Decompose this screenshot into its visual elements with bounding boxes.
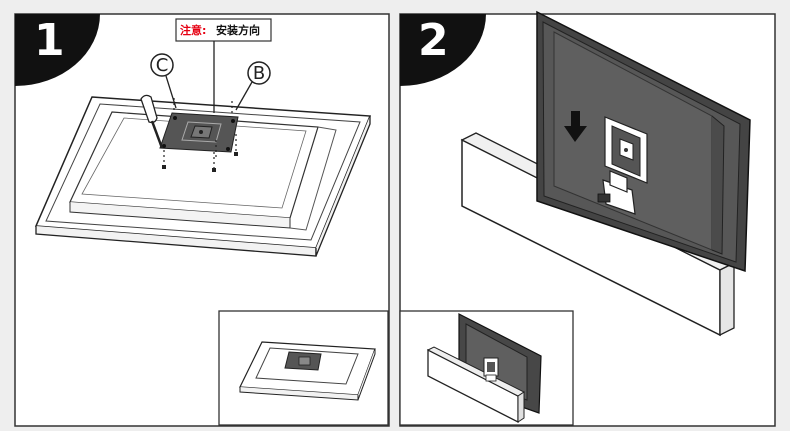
step-1-number: 1 — [34, 15, 65, 66]
monitor-back-flat — [34, 96, 372, 257]
step-2-badge — [400, 14, 486, 86]
panel-step-2: 2 — [399, 10, 776, 427]
screwdriver-icon — [140, 94, 164, 149]
orientation-note: 注意: 安装方向 — [175, 18, 272, 113]
note-text: 安装方向 — [216, 23, 260, 37]
step-2-number: 2 — [418, 15, 449, 66]
monitor-back-mounted — [536, 10, 751, 273]
mounting-plate — [159, 98, 239, 172]
down-arrow-icon — [564, 111, 587, 142]
callout-b-label: B — [253, 63, 265, 84]
callout-b: B — [235, 61, 271, 111]
panel-step-1: 1 — [14, 13, 390, 427]
callout-c-label: C — [156, 55, 169, 76]
callout-c: C — [150, 53, 177, 109]
inset-panel-2 — [399, 310, 574, 426]
step-1-badge — [15, 14, 100, 86]
note-warning: 注意: — [180, 23, 206, 37]
inset-panel-1 — [218, 310, 389, 426]
